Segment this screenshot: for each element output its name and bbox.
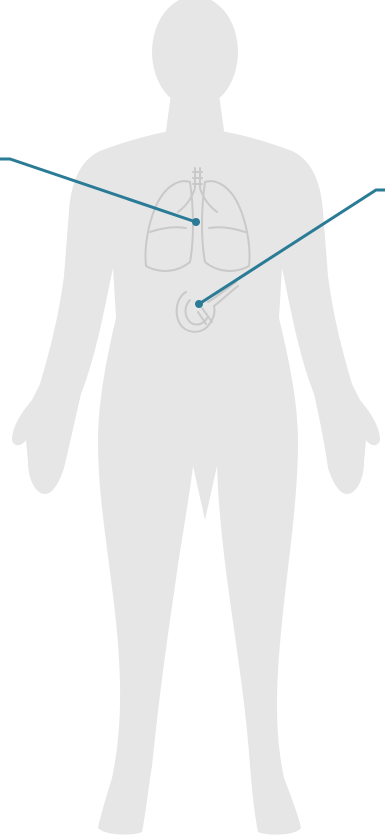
callout-dot-pancreas	[195, 300, 203, 308]
human-silhouette	[12, 0, 380, 835]
callout-dot-lungs	[192, 218, 200, 226]
